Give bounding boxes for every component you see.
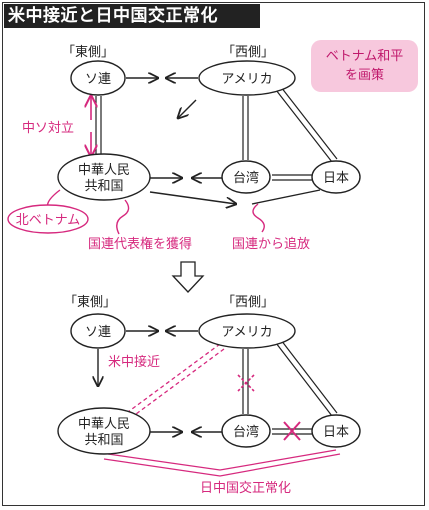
top-america-label: アメリカ <box>221 72 272 87</box>
bottom-us-china-dash-a <box>127 343 221 413</box>
bottom-japan-label: 日本 <box>323 425 349 440</box>
top-node-america <box>198 60 296 96</box>
bottom-taiwan-label: 台湾 <box>233 424 259 440</box>
top-west-label: 「西側」 <box>222 45 274 60</box>
callout-box: ベトナム和平 を画策 <box>311 40 418 92</box>
top-curl-un-seat <box>116 199 130 235</box>
top-north-vietnam-label: 北ベトナム <box>16 213 81 228</box>
top-us-japan-line-a <box>275 89 333 163</box>
top-arrow-china-lower <box>149 191 236 204</box>
top-sino-soviet-label: 中ソ対立 <box>22 121 74 136</box>
figure-frame <box>2 2 425 506</box>
top-east-label: 「東側」 <box>62 44 114 60</box>
bottom-node-america <box>198 313 296 349</box>
bottom-us-japan-line-b <box>280 339 338 414</box>
top-arrow-us-to-china-diag <box>178 99 197 118</box>
bottom-us-japan-line-a <box>275 342 333 417</box>
bottom-us-china-label: 米中接近 <box>108 354 160 370</box>
top-soviet-label: ソ連 <box>85 72 111 87</box>
top-curl-un-expel <box>252 203 265 233</box>
transition-arrow-icon <box>171 261 205 293</box>
bottom-taiwan-japan-cut-icon <box>283 421 301 441</box>
bottom-soviet-label: ソ連 <box>85 325 111 340</box>
callout-line2: を画策 <box>344 68 384 83</box>
top-node-soviet <box>70 60 126 96</box>
top-china-line2: 共和国 <box>84 179 123 194</box>
bottom-node-soviet <box>70 313 126 349</box>
top-japan-label: 日本 <box>323 171 349 186</box>
bottom-us-taiwan-break-icon <box>237 374 255 392</box>
bottom-node-taiwan <box>221 414 271 448</box>
bottom-normalization-line-b <box>103 453 341 477</box>
top-node-north-vietnam <box>7 204 89 234</box>
top-un-seat-label: 国連代表権を獲得 <box>88 236 192 252</box>
bottom-node-china <box>57 407 151 455</box>
top-taiwan-label: 台湾 <box>233 170 259 186</box>
bottom-normalization-label: 日中国交正常化 <box>200 480 291 496</box>
bottom-normalization-line-a <box>107 449 337 471</box>
figure-title: 米中接近と日中国交正常化 <box>4 4 260 28</box>
bottom-west-label: 「西側」 <box>222 295 274 310</box>
bottom-node-japan <box>311 414 361 448</box>
bottom-china-line1: 中華人民 <box>78 417 130 432</box>
top-node-china <box>57 153 151 201</box>
top-us-japan-line-b <box>280 86 338 160</box>
bottom-us-china-dash-b <box>131 348 225 418</box>
top-node-japan <box>311 160 361 194</box>
top-arrow-japan-lower <box>251 189 321 205</box>
top-node-taiwan <box>221 160 271 194</box>
bottom-america-label: アメリカ <box>221 325 272 340</box>
bottom-east-label: 「東側」 <box>64 294 116 310</box>
top-un-expel-label: 国連から追放 <box>232 236 310 252</box>
top-china-line1: 中華人民 <box>78 163 130 178</box>
bottom-china-line2: 共和国 <box>84 433 123 448</box>
callout-line1: ベトナム和平 <box>325 49 404 64</box>
